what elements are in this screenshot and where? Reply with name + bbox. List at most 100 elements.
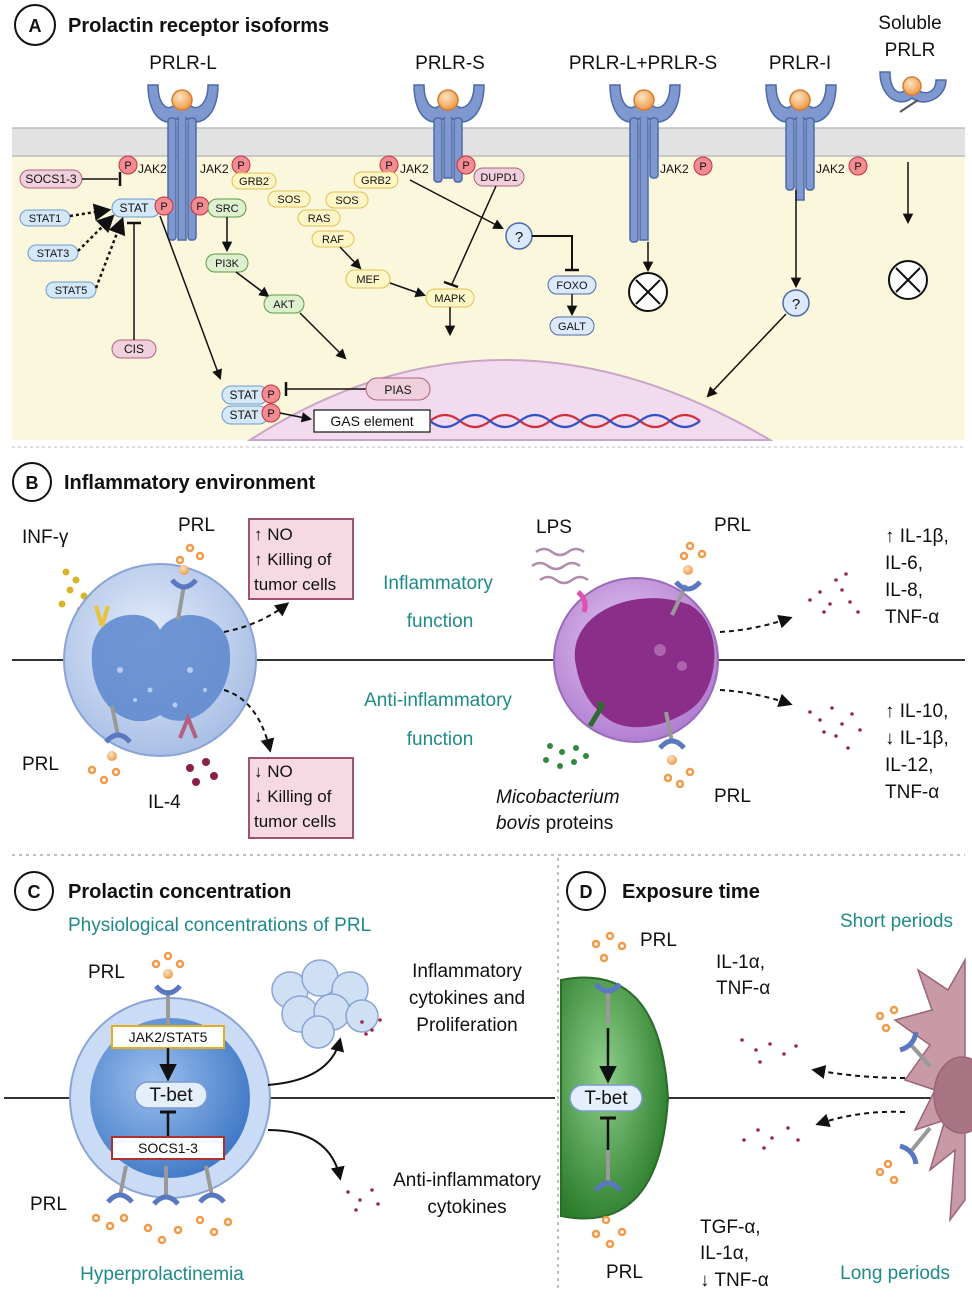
receptor-label-prlr: PRLR <box>885 40 936 61</box>
molecule-sos-2: SOS <box>325 191 369 209</box>
jak2-left-l: JAK2 <box>138 162 167 176</box>
svg-text:P: P <box>237 160 244 172</box>
molecule-pias: PIAS <box>365 377 431 401</box>
cytokine-spray-c <box>346 1018 382 1212</box>
panel-letter-b <box>12 462 52 502</box>
receptor-prlr-ls <box>609 84 681 243</box>
molecule-akt: AKT <box>263 294 305 314</box>
svg-text:P: P <box>160 201 167 213</box>
jak2-s: JAK2 <box>400 162 429 176</box>
label-long: Long periods <box>840 1263 950 1284</box>
label-il4: IL-4 <box>148 792 181 813</box>
label-short-cyt-2: TNF-α <box>716 978 770 999</box>
label-inflammatory-c2: cytokines and <box>409 988 525 1009</box>
soluble-prlr <box>879 71 947 113</box>
box-up-no: ↑ NO ↑ Killing of tumor cells <box>248 518 354 600</box>
panel-letter-c <box>14 871 54 911</box>
panel-d: D Exposure time Short periods Long perio… <box>560 871 972 1291</box>
receptor-icon-d2 <box>594 1150 622 1192</box>
svg-text:SOCS1-3: SOCS1-3 <box>25 172 77 186</box>
svg-text:DUPD1: DUPD1 <box>480 172 517 184</box>
label-prl-b3: PRL <box>714 515 751 536</box>
svg-text:AKT: AKT <box>273 299 295 311</box>
svg-text:GALT: GALT <box>558 321 586 333</box>
jak2-i: JAK2 <box>816 162 845 176</box>
lps-receptor <box>576 590 588 613</box>
inf-gamma-receptor <box>94 605 110 627</box>
svg-text:STAT: STAT <box>230 408 260 422</box>
label-long-cyt-2: IL-1α, <box>700 1243 749 1264</box>
label-anti-2: function <box>407 729 474 750</box>
dendritic-cell <box>893 957 972 1223</box>
svg-text:?: ? <box>515 229 523 246</box>
molecule-src: P SRC <box>190 196 247 218</box>
molecule-stat-nuc-1: STAT P <box>221 384 281 405</box>
molecule-grb2-s: GRB2 <box>353 171 399 189</box>
molecule-stat1: STAT1 <box>19 209 71 227</box>
receptor-label-prlr-i: PRLR-I <box>769 53 831 74</box>
svg-text:STAT: STAT <box>120 201 150 215</box>
svg-text:↓ NO: ↓ NO <box>254 762 293 781</box>
label-prl-b4: PRL <box>714 786 751 807</box>
receptor-icon-b2 <box>104 705 132 761</box>
dna-helix <box>429 413 701 429</box>
molecule-stat-nuc-2: STAT P <box>221 403 281 425</box>
svg-text:SOCS1-3: SOCS1-3 <box>138 1140 198 1156</box>
label-long-cyt-3: ↓ TNF-α <box>700 1270 769 1291</box>
panel-c-title: Prolactin concentration <box>68 881 291 903</box>
svg-text:MEF: MEF <box>356 274 380 286</box>
molecule-mapk: MAPK <box>425 288 475 308</box>
blocked-icon-soluble <box>888 260 928 300</box>
svg-text:GAS element: GAS element <box>330 413 413 429</box>
receptor-label-soluble: Soluble <box>878 13 941 34</box>
cytokine-spray-up <box>808 572 860 614</box>
label-anti-c1: Anti-inflammatory <box>393 1170 541 1191</box>
purple-macrophage <box>553 577 719 743</box>
cyt-up-3: IL-8, <box>885 580 923 601</box>
molecule-grb2-l: GRB2 <box>231 172 277 190</box>
label-prl-b2: PRL <box>22 754 59 775</box>
svg-text:STAT3: STAT3 <box>37 248 70 260</box>
svg-text:D: D <box>580 882 593 902</box>
label-micobacterium: Micobacterium <box>496 787 620 808</box>
label-bovis-proteins: bovis proteins <box>496 813 613 834</box>
unknown-node-a2: ? <box>782 289 810 317</box>
panel-letter-d <box>566 871 606 911</box>
svg-text:MAPK: MAPK <box>434 293 466 305</box>
label-anti-c2: cytokines <box>427 1197 506 1218</box>
molecule-foxo: FOXO <box>547 275 597 295</box>
cyt-down-1: ↑ IL-10, <box>885 701 948 722</box>
receptor-prlr-s <box>413 84 485 183</box>
svg-text:PI3K: PI3K <box>215 258 240 270</box>
svg-text:CIS: CIS <box>124 342 144 356</box>
molecule-sos-1: SOS <box>267 190 311 208</box>
tbet-pill-c: T-bet <box>134 1081 208 1109</box>
svg-text:T-bet: T-bet <box>584 1088 628 1109</box>
gas-element-box: GAS element <box>313 409 431 433</box>
svg-text:tumor cells: tumor cells <box>254 812 336 831</box>
receptor-icon-c-bottom <box>106 1165 226 1206</box>
svg-text:P: P <box>699 161 706 173</box>
receptor-icon-b1 <box>170 565 198 621</box>
phospho-p-jak2-left: P <box>118 155 138 175</box>
molecule-stat5: STAT5 <box>45 281 97 299</box>
panel-c: C Prolactin concentration Physiological … <box>4 854 965 1290</box>
svg-text:P: P <box>385 160 392 172</box>
receptor-prlr-i <box>765 84 837 201</box>
cyt-up-2: IL-6, <box>885 553 923 574</box>
molecule-dupd1: P DUPD1 <box>456 155 525 187</box>
phospho-p-jak2-right: P <box>231 155 251 175</box>
label-short-cyt-1: IL-1α, <box>716 952 765 973</box>
receptor-icon-b3 <box>670 565 702 616</box>
tbet-pill-d: T-bet <box>569 1084 643 1112</box>
panel-b: B Inflammatory environment INF-γ PRL PRL… <box>12 446 965 839</box>
label-inflammatory-c1: Inflammatory <box>412 961 522 982</box>
svg-text:↓ Killing of: ↓ Killing of <box>254 787 332 806</box>
unknown-node-a1: ? <box>505 222 533 250</box>
receptor-icon-d1 <box>594 982 622 1024</box>
prl-dots-b2 <box>663 541 707 789</box>
label-prl-c2: PRL <box>30 1194 67 1215</box>
label-inflammatory-c3: Proliferation <box>416 1015 517 1036</box>
label-prl-b1: PRL <box>178 515 215 536</box>
label-prl-c1: PRL <box>88 962 125 983</box>
